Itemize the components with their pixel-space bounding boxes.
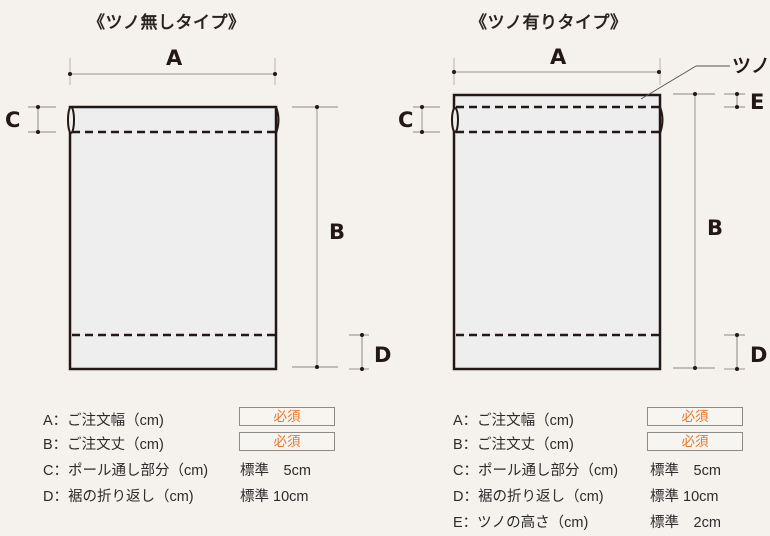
left-spec-b-required-badge: 必須 <box>239 432 335 451</box>
left-dimension-d-label: D <box>374 343 392 367</box>
left-spec-d-label: D：裾の折り返し（cm) <box>43 489 194 505</box>
banner-diagrams <box>28 58 745 371</box>
right-dimension-b-label: B <box>707 216 724 240</box>
left-spec-a-label: A：ご注文幅（cm) <box>43 413 164 429</box>
right-spec-c-value: 標準 5cm <box>650 463 721 479</box>
left-panel-title: 《ツノ無しタイプ》 <box>88 13 246 33</box>
left-spec-d-value: 標準 10cm <box>240 489 309 505</box>
left-banner-diagram <box>28 58 369 371</box>
left-dimension-a-label: A <box>166 46 183 70</box>
right-spec-a-label: A：ご注文幅（cm) <box>453 413 574 429</box>
right-dimension-a-label: A <box>550 45 567 69</box>
right-spec-e-label: E：ツノの高さ（cm) <box>453 515 589 531</box>
right-panel-title: 《ツノ有りタイプ》 <box>470 13 628 33</box>
right-dimension-e-label: E <box>750 90 765 114</box>
left-dimension-c-label: C <box>5 108 21 132</box>
right-dimension-d-label: D <box>750 343 768 367</box>
right-spec-d-value: 標準 10cm <box>650 489 719 505</box>
right-dimension-c-label: C <box>398 108 414 132</box>
right-spec-e-value: 標準 2cm <box>650 515 721 531</box>
right-spec-c-label: C：ポール通し部分（cm) <box>453 463 619 479</box>
left-spec-c-label: C：ポール通し部分（cm) <box>43 463 209 479</box>
right-spec-b-label: B：ご注文丈（cm) <box>453 437 574 453</box>
left-dimension-b-label: B <box>329 220 346 244</box>
left-spec-a-required-badge: 必須 <box>239 407 335 426</box>
right-spec-a-required-badge: 必須 <box>647 407 743 426</box>
tsuno-label: ツノ <box>732 55 770 77</box>
right-banner-diagram <box>413 58 745 371</box>
right-spec-b-required-badge: 必須 <box>647 432 743 451</box>
right-spec-d-label: D：裾の折り返し（cm) <box>453 489 604 505</box>
left-spec-b-label: B：ご注文丈（cm) <box>43 437 164 453</box>
left-spec-c-value: 標準 5cm <box>240 463 311 479</box>
